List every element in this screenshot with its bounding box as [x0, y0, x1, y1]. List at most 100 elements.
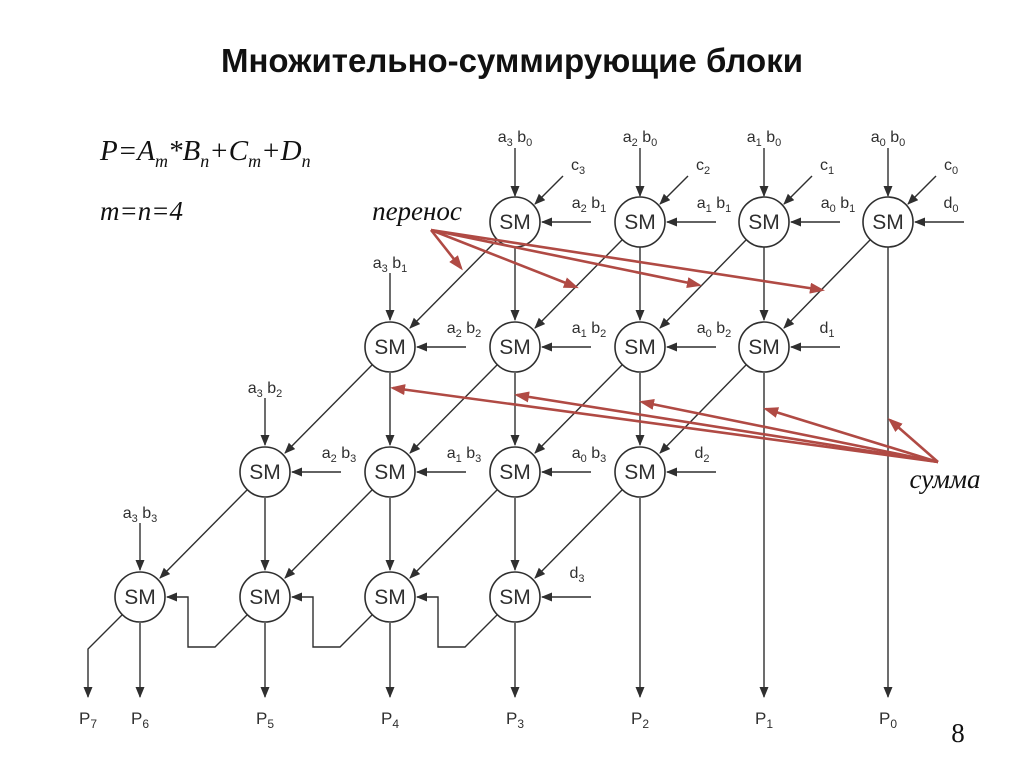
wire-carry-r2-1 — [659, 364, 747, 454]
label-p2: P2 — [631, 709, 649, 731]
label-p5: P5 — [256, 709, 274, 731]
label-a3b3: a3 b3 — [123, 505, 158, 525]
sm-label: SM — [374, 586, 406, 609]
page-number: 8 — [951, 718, 965, 748]
label-d1: d1 — [819, 320, 834, 340]
formula-line-1: P=Am*Bn+Cm+Dn — [100, 135, 311, 171]
sm-label: SM — [374, 461, 406, 484]
sm-r1-c2: SM — [614, 196, 666, 248]
sm-circle — [614, 446, 666, 498]
carry-annotation-arrow-4 — [430, 228, 825, 294]
label-a2b2: a2 b2 — [447, 320, 482, 340]
sm-label: SM — [624, 336, 656, 359]
sm-label: SM — [872, 211, 904, 234]
sm-label: SM — [748, 211, 780, 234]
label-p0: P0 — [879, 709, 897, 731]
label-d3: d3 — [569, 565, 584, 585]
label-p1: P1 — [755, 709, 773, 731]
wire-carry-r2-4 — [284, 364, 373, 454]
carry-annotation-arrow-3 — [430, 228, 702, 288]
sm-r3-c2: SM — [614, 446, 666, 498]
wire-carry-r3-1 — [534, 489, 623, 579]
sm-circle — [489, 571, 541, 623]
wire-carry-r3-4 — [159, 489, 248, 579]
wire-carry-r1-2 — [659, 239, 747, 329]
sm-r4-c4: SM — [364, 571, 416, 623]
sum-annotation-label: сумма — [909, 464, 981, 494]
sm-r4-c6: SM — [114, 571, 166, 623]
sum-annotation-arrow-1 — [390, 384, 939, 464]
sm-r1-c3: SM — [489, 196, 541, 248]
label-c3: c3 — [571, 157, 585, 177]
sum-annotation-arrow-5 — [887, 418, 939, 463]
label-a3b2: a3 b2 — [248, 380, 283, 400]
wire-carry-r1-4 — [409, 239, 498, 329]
sm-label: SM — [624, 211, 656, 234]
sm-circle — [614, 321, 666, 373]
sum-annotation-arrow-3 — [639, 398, 939, 464]
sm-r2-c4: SM — [364, 321, 416, 373]
wire-carry-r2-3 — [409, 364, 498, 454]
label-p4: P4 — [381, 709, 399, 731]
sm-circle — [364, 571, 416, 623]
wire-carry-r4-3 — [166, 592, 248, 648]
sm-circle — [239, 446, 291, 498]
label-a2b0: a2 b0 — [623, 129, 658, 149]
label-p6: P6 — [131, 709, 149, 731]
label-a0b0: a0 b0 — [871, 129, 906, 149]
sm-circle — [364, 321, 416, 373]
label-a1b2: a1 b2 — [572, 320, 607, 340]
label-a3b0: a3 b0 — [498, 129, 533, 149]
label-c2: c2 — [696, 157, 710, 177]
wire-carry-r2-2 — [534, 364, 623, 454]
label-p7: P7 — [79, 709, 97, 731]
sm-r2-c2: SM — [614, 321, 666, 373]
wire-carry-r4-2 — [291, 592, 373, 648]
formula-line-2: m=n=4 — [100, 196, 183, 226]
wire-in-c3 — [534, 175, 564, 205]
wire-in-c2 — [659, 175, 689, 205]
wire-carry-r3-2 — [409, 489, 498, 579]
sm-r3-c3: SM — [489, 446, 541, 498]
sm-circle — [738, 321, 790, 373]
sm-r2-c1: SM — [738, 321, 790, 373]
sm-circle — [364, 446, 416, 498]
sm-r2-c3: SM — [489, 321, 541, 373]
sm-circle — [738, 196, 790, 248]
sm-circle — [489, 321, 541, 373]
sm-label: SM — [499, 461, 531, 484]
sm-r4-c5: SM — [239, 571, 291, 623]
label-c0: c0 — [944, 157, 958, 177]
label-d0: d0 — [943, 195, 958, 215]
sm-r4-c3: SM — [489, 571, 541, 623]
label-a3b1: a3 b1 — [373, 255, 408, 275]
sm-r3-c4: SM — [364, 446, 416, 498]
label-p3: P3 — [506, 709, 524, 731]
sm-label: SM — [499, 586, 531, 609]
sum-annotation-arrow-4 — [763, 407, 939, 464]
label-a2b1: a2 b1 — [572, 195, 607, 215]
sm-label: SM — [499, 211, 531, 234]
sum-annotation-arrow-2 — [514, 391, 939, 464]
sm-label: SM — [499, 336, 531, 359]
sm-label: SM — [624, 461, 656, 484]
wire-carry-p7 — [83, 614, 123, 698]
slide-title: Множительно-суммирующие блоки — [220, 42, 803, 79]
wire-carry-r1-1 — [783, 239, 871, 329]
label-a2b3: a2 b3 — [322, 445, 357, 465]
label-a0b3: a0 b3 — [572, 445, 607, 465]
wire-carry-r4-1 — [416, 592, 498, 648]
sm-label: SM — [748, 336, 780, 359]
sm-r1-c1: SM — [738, 196, 790, 248]
carry-annotation-arrow-1 — [429, 229, 463, 271]
label-a0b2: a0 b2 — [697, 320, 732, 340]
label-c1: c1 — [820, 157, 834, 177]
sm-circle — [239, 571, 291, 623]
label-d2: d2 — [694, 445, 709, 465]
annotations-layer — [390, 228, 939, 464]
carry-annotation-arrow-2 — [430, 228, 579, 289]
